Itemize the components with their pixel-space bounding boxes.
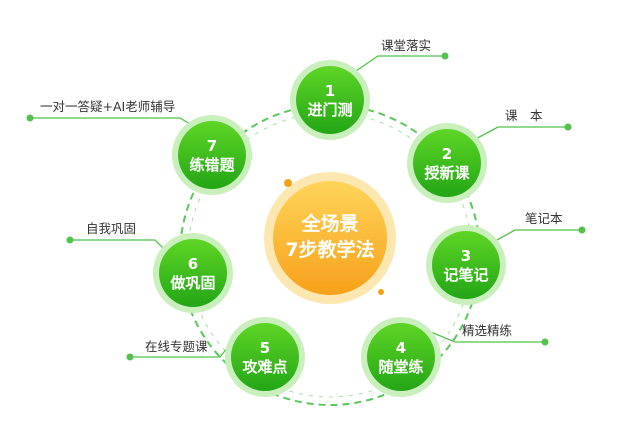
step-4-circle: [367, 323, 435, 391]
step-4-callout: 精选精练: [462, 323, 513, 338]
center-hub: 全场景 7步教学法: [264, 172, 396, 304]
step-3: 笔记本 3 记笔记: [426, 211, 586, 305]
step-1-connector-dot: [441, 52, 449, 60]
step-2-number: 2: [442, 145, 452, 163]
step-6-connector-dot: [66, 236, 74, 244]
step-1-callout: 课堂落实: [381, 38, 431, 53]
step-2-connector-dot: [564, 123, 572, 131]
step-1-label: 进门测: [307, 101, 352, 119]
step-2: 课 本 2 授新课: [407, 108, 572, 203]
step-6-label: 做巩固: [169, 274, 215, 292]
step-5-circle: [231, 323, 299, 391]
step-7-connector: [30, 117, 201, 131]
step-3-circle: [432, 231, 500, 299]
step-6: 自我巩固 6 做巩固: [66, 221, 233, 313]
step-3-callout: 笔记本: [525, 211, 563, 226]
step-4-label: 随堂练: [378, 358, 423, 376]
step-4-connector: [425, 329, 545, 343]
step-1-number: 1: [325, 82, 335, 100]
step-2-connector: [469, 126, 568, 143]
step-2-label: 授新课: [424, 164, 470, 182]
center-sparkle-dot: [284, 179, 292, 187]
step-5-label: 攻难点: [242, 358, 287, 376]
step-6-number: 6: [188, 255, 198, 273]
step-2-callout: 课 本: [505, 108, 543, 123]
step-7-connector-dot: [26, 114, 34, 122]
step-1-circle: [296, 66, 364, 134]
step-7-circle: [178, 121, 246, 189]
step-6-circle: [159, 239, 227, 307]
center-hub-circle: [273, 181, 387, 295]
step-3-connector-dot: [578, 226, 586, 234]
center-sparkle-dot-small: [378, 289, 384, 295]
step-5-connector-dot: [126, 353, 134, 361]
step-4-connector-dot: [541, 338, 549, 346]
step-7-callout: 一对一答疑+AI老师辅导: [40, 99, 175, 114]
center-title-line1: 全场景: [300, 212, 358, 235]
step-1-connector: [352, 55, 445, 74]
step-4: 精选精练 4 随堂练: [361, 317, 549, 397]
step-6-connector: [70, 239, 171, 256]
step-3-number: 3: [461, 247, 471, 265]
step-5: 在线专题课 5 攻难点: [126, 317, 305, 397]
center-title-line2: 7步教学法: [285, 238, 374, 261]
step-5-number: 5: [260, 339, 270, 357]
step-2-circle: [413, 129, 481, 197]
step-4-number: 4: [396, 339, 406, 357]
step-7-label: 练错题: [189, 156, 235, 174]
step-6-callout: 自我巩固: [86, 221, 136, 236]
step-3-label: 记笔记: [443, 266, 488, 284]
step-5-callout: 在线专题课: [145, 339, 208, 354]
step-1: 课堂落实 1 进门测: [290, 38, 449, 140]
step-3-connector: [487, 229, 582, 246]
step-7-number: 7: [207, 137, 217, 155]
step-7: 一对一答疑+AI老师辅导 7 练错题: [26, 99, 252, 195]
